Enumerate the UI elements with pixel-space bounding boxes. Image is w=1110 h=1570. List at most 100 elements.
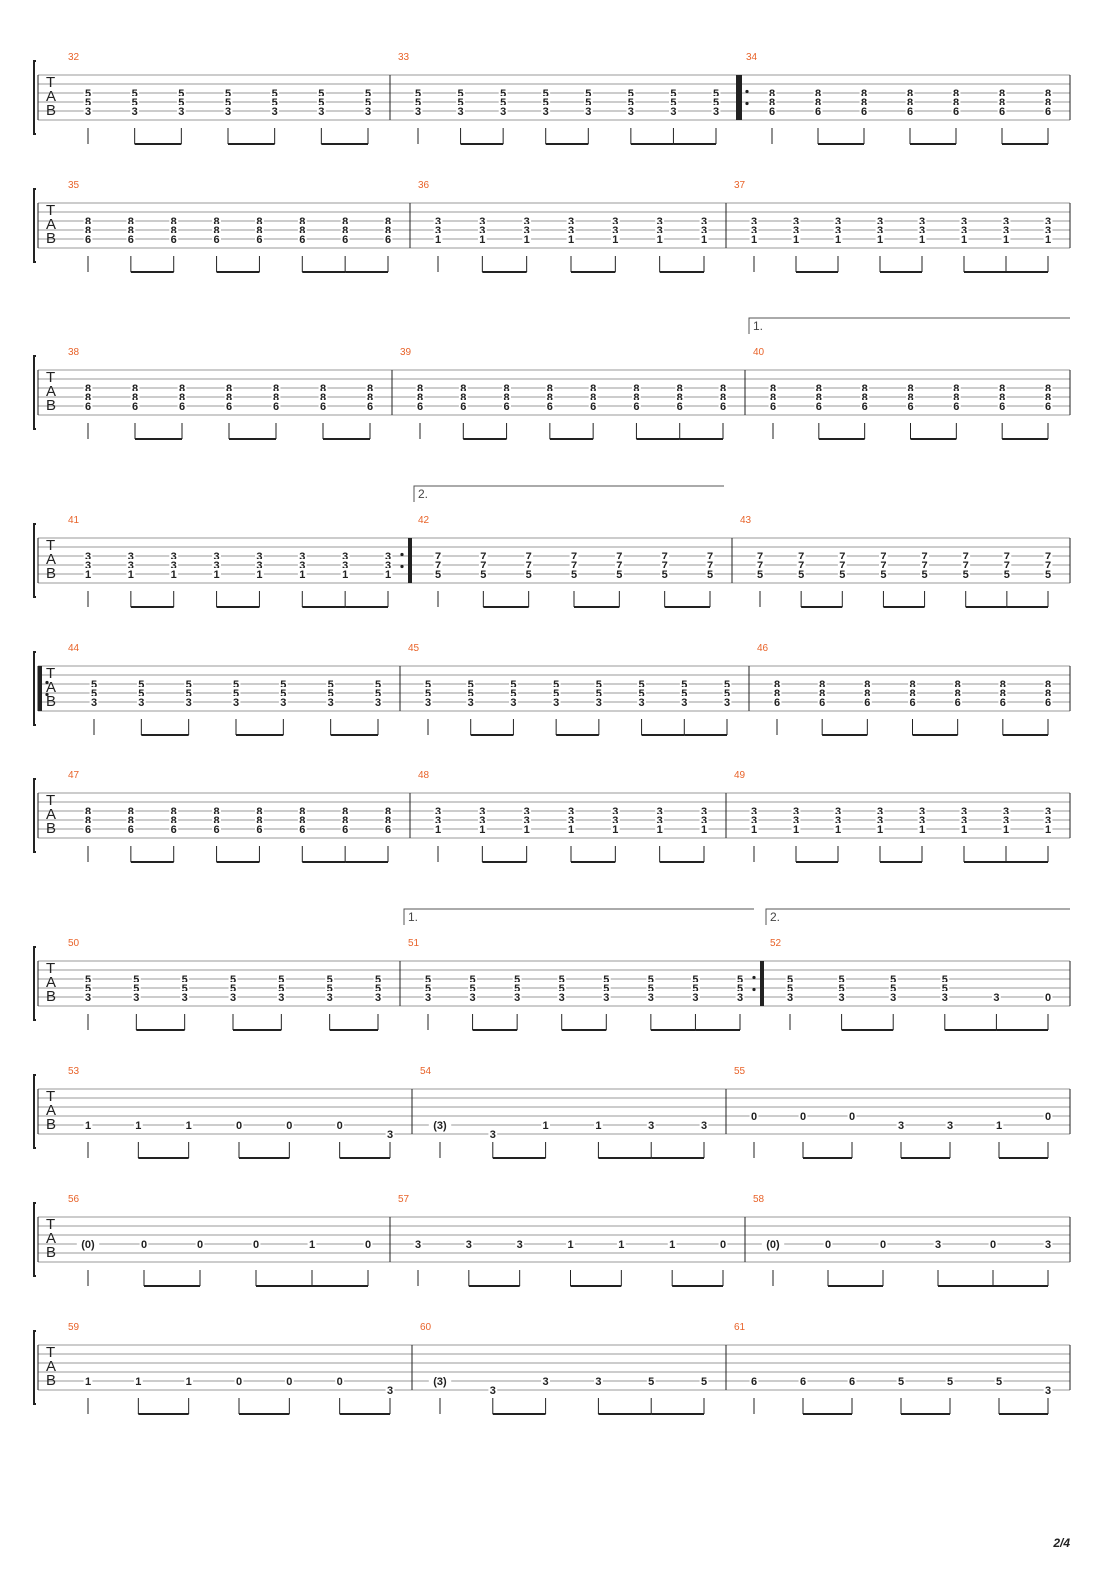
fret-number: 3 [1045,815,1051,827]
fret-bg [83,224,93,235]
fret-bg [860,391,870,402]
fret-bg [498,105,508,116]
fret-number: 8 [590,383,596,395]
fret-bg [566,233,576,244]
fret-bg [231,696,241,707]
fret-bg [610,823,620,834]
fret-bg [626,105,636,116]
fret-number: 5 [963,569,969,581]
fret-bg [660,559,670,570]
fret-number: 3 [681,697,687,709]
fret-bg [798,1110,808,1121]
fret-number: 3 [657,225,663,237]
fret-bg [655,224,665,235]
fret-number: 3 [479,806,485,818]
fret-bg [998,687,1008,698]
fret-bg [325,982,335,993]
fret-bg [231,678,241,689]
fret-number: 5 [280,679,286,691]
fret-number: 3 [85,551,91,563]
fret-bg [557,991,567,1002]
volta-number: 2. [770,910,780,924]
fret-number: 6 [815,106,821,118]
fret-bg [951,391,961,402]
fret-number: 3 [839,992,845,1004]
fret-number: 0 [337,1376,343,1388]
fret-bg [234,1375,244,1386]
fret-number: 5 [798,569,804,581]
fret-bg [588,382,598,393]
fret-bg [541,105,551,116]
fret-number: 0 [197,1239,203,1251]
fret-number: 8 [677,392,683,404]
fret-number: 3 [458,106,464,118]
fret-bg [992,991,1001,1002]
fret-number: 8 [85,225,91,237]
fret-number: 8 [256,815,262,827]
fret-number: 7 [963,560,969,572]
fret-bg [83,215,93,226]
fret-bg [477,233,487,244]
fret-bg [755,550,765,561]
fret-number: 8 [955,679,961,691]
fret-bg [920,559,929,570]
fret-bg [998,696,1008,707]
fret-number: 1 [568,824,574,836]
fret-bg [212,559,221,570]
fret-number: 5 [365,97,371,109]
fret-bg [594,1119,603,1130]
fret-bg [917,224,927,235]
fret-number: 5 [186,688,192,700]
fret-bg [791,814,801,825]
fret-bg [1043,1384,1053,1395]
fret-number: 8 [770,392,776,404]
fret-number: 5 [85,974,91,986]
fret-bg [588,391,598,402]
fret-bg [1001,814,1011,825]
fret-bg [478,550,488,561]
fret-number: 8 [1045,688,1051,700]
fret-bg [888,991,898,1002]
fret-bg [917,233,927,244]
tab-clef-letter: B [46,565,56,582]
fret-number: 8 [256,216,262,228]
fret-number: 5 [707,569,713,581]
fret-bg [749,224,759,235]
fret-number: 3 [595,1376,601,1388]
fret-bg [373,687,383,698]
fret-number: 3 [670,106,676,118]
fret-bg [126,215,136,226]
fret-number: 0 [365,1239,371,1251]
fret-bg [1043,233,1053,244]
fret-number: 7 [922,560,928,572]
fret-number: 8 [720,392,726,404]
fret-bg [468,991,477,1002]
fret-number: 8 [85,216,91,228]
fret-number: 6 [955,697,961,709]
fret-bg [626,96,636,107]
fret-number: 1 [835,234,841,246]
fret-bg [675,382,685,393]
fret-number: 3 [490,1129,496,1141]
repeat-dot [752,987,756,992]
fret-number: 5 [585,88,591,100]
fret-number: 3 [342,551,348,563]
fret-bg [896,1119,906,1130]
fret-number: 3 [387,1385,393,1397]
fret-number: 6 [320,401,326,413]
fret-bg [316,87,326,98]
fret-number: 3 [256,560,262,572]
fret-bg [1043,814,1053,825]
fret-number: 5 [178,88,184,100]
fret-bg [837,568,847,579]
fret-number: 5 [724,679,730,691]
fret-bg [385,1128,395,1139]
fret-number: 7 [571,560,577,572]
fret-bg [691,991,700,1002]
fret-number: 7 [616,551,622,563]
fret-bg [512,982,522,993]
fret-bg [637,687,646,698]
repeat-dot [745,101,749,106]
fret-bg [255,233,264,244]
